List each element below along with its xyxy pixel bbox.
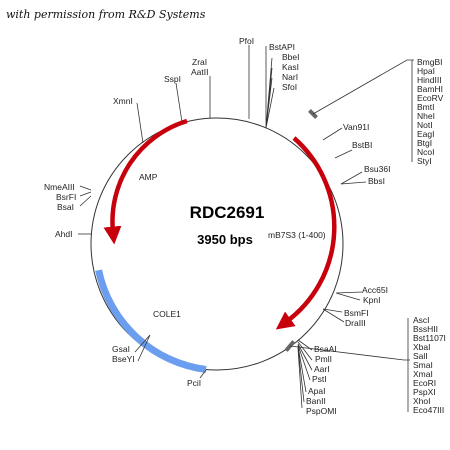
site-label: PciI — [187, 378, 201, 388]
mcs-bottom-list: AscI BssHII Bst1107I XbaI SalI SmaI XmaI… — [413, 315, 446, 415]
site-label: SalI — [413, 351, 428, 361]
site-label: BstBI — [352, 140, 372, 150]
site-label: BbsI — [368, 176, 385, 186]
copyright-credit: with permission from R&D Systems — [6, 8, 206, 21]
site-label: Bsu36I — [364, 164, 390, 174]
site-label: EcoRI — [413, 378, 436, 388]
site-label: KasI — [282, 62, 299, 72]
site-label: BsaI — [57, 202, 74, 212]
site-label: PspOMI — [306, 406, 337, 416]
site-label: AatII — [191, 67, 208, 77]
site-label: NarI — [282, 72, 298, 82]
site-label: ApaI — [308, 386, 326, 396]
site-label: XhoI — [413, 396, 431, 406]
site-label: HindIII — [417, 75, 442, 85]
site-label: BsrFI — [56, 192, 76, 202]
site-label: BtgI — [417, 138, 432, 148]
site-label: BssHII — [413, 324, 438, 334]
site-label: Eco47III — [413, 405, 444, 415]
insert-label: mB7S3 (1-400) — [268, 230, 326, 240]
site-label: EcoRV — [417, 93, 444, 103]
site-label: BamHI — [417, 84, 443, 94]
site-label: SmaI — [413, 360, 433, 370]
site-label: KpnI — [363, 295, 381, 305]
site-label: Acc65I — [362, 285, 388, 295]
site-label: NotI — [417, 120, 433, 130]
site-label: XmaI — [413, 369, 433, 379]
site-label: AhdI — [55, 229, 73, 239]
site-label: BmtI — [417, 102, 434, 112]
insert-direction-arrow — [275, 136, 337, 330]
site-label: Van91I — [343, 122, 369, 132]
site-label: SfoI — [282, 82, 297, 92]
site-label: BbeI — [282, 52, 300, 62]
site-label: PfoI — [239, 36, 254, 46]
site-label: XbaI — [413, 342, 431, 352]
site-label: GsaI — [112, 344, 130, 354]
site-label: NmeAIII — [44, 182, 75, 192]
site-label: BsmFI — [344, 308, 369, 318]
site-label: BsaAI — [314, 344, 337, 354]
site-label: PstI — [312, 374, 327, 384]
site-label: BanII — [306, 396, 326, 406]
plasmid-size: 3950 bps — [197, 232, 253, 247]
site-label: AscI — [413, 315, 430, 325]
site-label: NheI — [417, 111, 435, 121]
amp-direction-arrow — [103, 118, 188, 245]
plasmid-name: RDC2691 — [190, 203, 265, 222]
site-label: BmgBI — [417, 57, 443, 67]
site-label: AarI — [314, 364, 330, 374]
amp-label: AMP — [139, 172, 158, 182]
site-label: StyI — [417, 156, 432, 166]
site-label: Bst1107I — [413, 333, 446, 343]
site-label: DraIII — [345, 318, 366, 328]
site-label: NcoI — [417, 147, 434, 157]
cole1-label: COLE1 — [153, 309, 181, 319]
cole1-feature-arc — [95, 269, 207, 373]
site-label: BseYI — [112, 354, 135, 364]
site-label: EagI — [417, 129, 435, 139]
site-label: XmnI — [113, 96, 133, 106]
site-label: BstAPI — [269, 42, 295, 52]
site-label: ZraI — [192, 57, 207, 67]
plasmid-backbone — [90, 117, 344, 371]
site-label: SspI — [164, 74, 181, 84]
site-label: HpaI — [417, 66, 435, 76]
mcs-top-list: BmgBI HpaI HindIII BamHI EcoRV BmtI NheI… — [417, 57, 444, 166]
site-label: PmlI — [315, 354, 332, 364]
site-label: PspXI — [413, 387, 436, 397]
